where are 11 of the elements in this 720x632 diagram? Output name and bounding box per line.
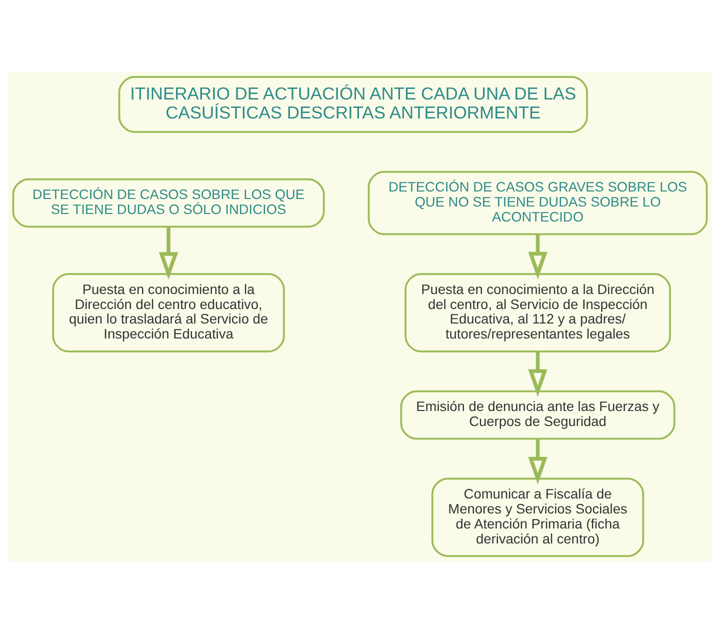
node-box: ITINERARIO DE ACTUACIÓN ANTE CADA UNA DE LAS CASUÍSTICAS DESCRITAS ANTERIORMENTE — [118, 76, 588, 132]
arrow — [528, 438, 548, 484]
arrow — [528, 351, 548, 396]
arrow — [158, 226, 178, 280]
node-box: Emisión de denuncia ante las Fuerzas y Cuerpos de Seguridad — [400, 390, 676, 440]
node-box: DETECCIÓN DE CASOS SOBRE LOS QUE SE TIENE DUDAS O SÓLO INDICIOS — [12, 178, 325, 228]
node-box: Comunicar a Fiscalía de Menores y Servicios Sociales de Atención Primaria (ficha derivación al centro) — [431, 477, 644, 556]
arrow — [528, 234, 548, 279]
node-box: Puesta en conocimiento a la Dirección del centro educativo, quien lo trasladará al Servicio de Inspección Educativa — [52, 272, 285, 352]
node-box: Puesta en conocimiento a la Dirección del centro, al Servicio de Inspección Educativa, al 112 y a padres/ tutores/representantes legales — [404, 272, 671, 352]
node-box: DETECCIÓN DE CASOS GRAVES SOBRE LOS QUE NO SE TIENE DUDAS SOBRE LO ACONTECIDO — [368, 170, 708, 235]
